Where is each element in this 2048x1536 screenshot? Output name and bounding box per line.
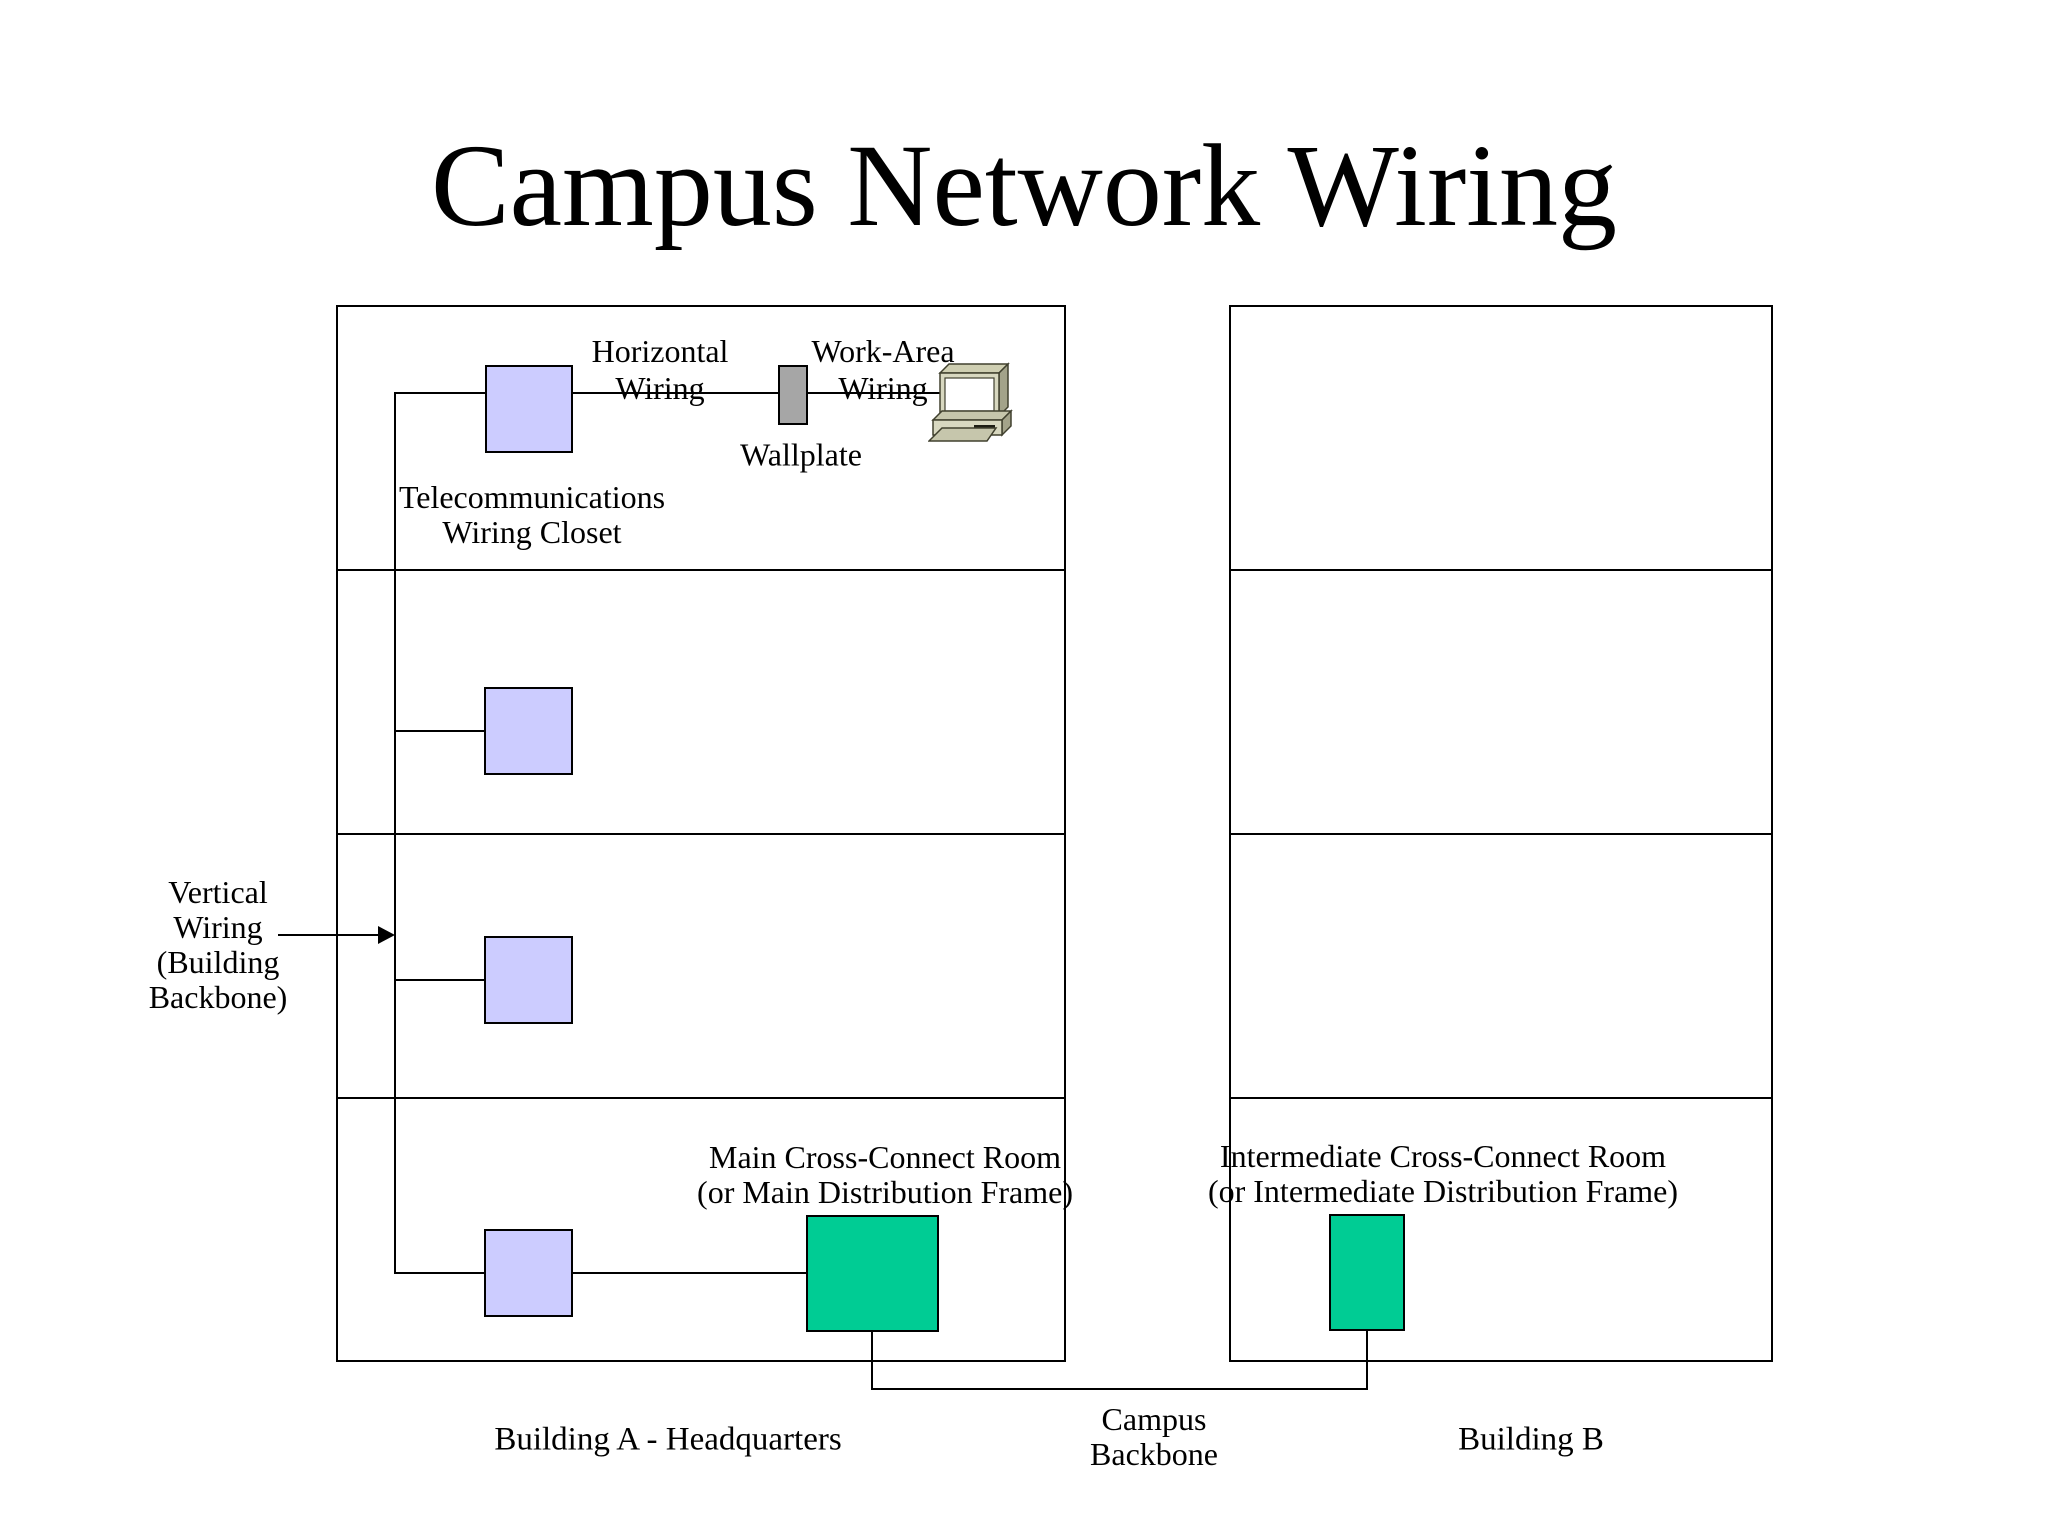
horizontal-wiring-line	[572, 392, 779, 394]
vertical-wiring-label: Vertical Wiring (Building Backbone)	[148, 874, 288, 1015]
campus-backbone-label: Campus Backbone	[1090, 1401, 1218, 1472]
desktop-computer-icon	[928, 362, 1013, 442]
floor-divider	[337, 569, 1066, 571]
intermediate-cross-connect-label: Intermediate Cross-Connect Room (or Inte…	[1207, 1138, 1679, 1209]
floor-divider	[1230, 569, 1772, 571]
campus-backbone-line	[871, 1388, 1368, 1390]
wallplate-label: Wallplate	[740, 436, 862, 473]
wallplate-box	[778, 365, 808, 425]
wiring-closet-box-floor3	[484, 936, 573, 1024]
arrowhead-icon	[378, 926, 395, 944]
vertical-wiring-arrow	[278, 934, 382, 936]
floor-divider	[1230, 1097, 1772, 1099]
main-cross-connect-box	[806, 1215, 939, 1332]
telecom-wiring-closet-label: Telecommunications Wiring Closet	[398, 479, 666, 550]
building-b-label: Building B	[1458, 1421, 1604, 1458]
backbone-connector-wire	[395, 730, 485, 732]
work-area-wiring-label: Work-Area Wiring	[811, 333, 955, 406]
diagram-title: Campus Network Wiring	[430, 120, 1618, 251]
backbone-connector-wire	[395, 1272, 485, 1274]
horizontal-wiring-label: Horizontal Wiring	[591, 333, 729, 406]
wiring-closet-box-floor4	[484, 1229, 573, 1317]
closet-to-mcc-wire	[572, 1272, 807, 1274]
campus-backbone-line	[1366, 1331, 1368, 1390]
wiring-closet-box-floor1	[485, 365, 573, 453]
backbone-connector-wire	[395, 979, 485, 981]
floor-divider	[337, 833, 1066, 835]
floor-divider	[337, 1097, 1066, 1099]
vertical-backbone-line	[394, 392, 396, 1274]
campus-backbone-line	[871, 1332, 873, 1390]
wiring-closet-box-floor2	[484, 687, 573, 775]
building-a-label: Building A - Headquarters	[494, 1421, 842, 1458]
intermediate-cross-connect-box	[1329, 1214, 1405, 1331]
main-cross-connect-label: Main Cross-Connect Room (or Main Distrib…	[697, 1139, 1073, 1210]
work-area-wiring-line	[806, 392, 947, 394]
backbone-connector-wire	[395, 392, 486, 394]
floor-divider	[1230, 833, 1772, 835]
